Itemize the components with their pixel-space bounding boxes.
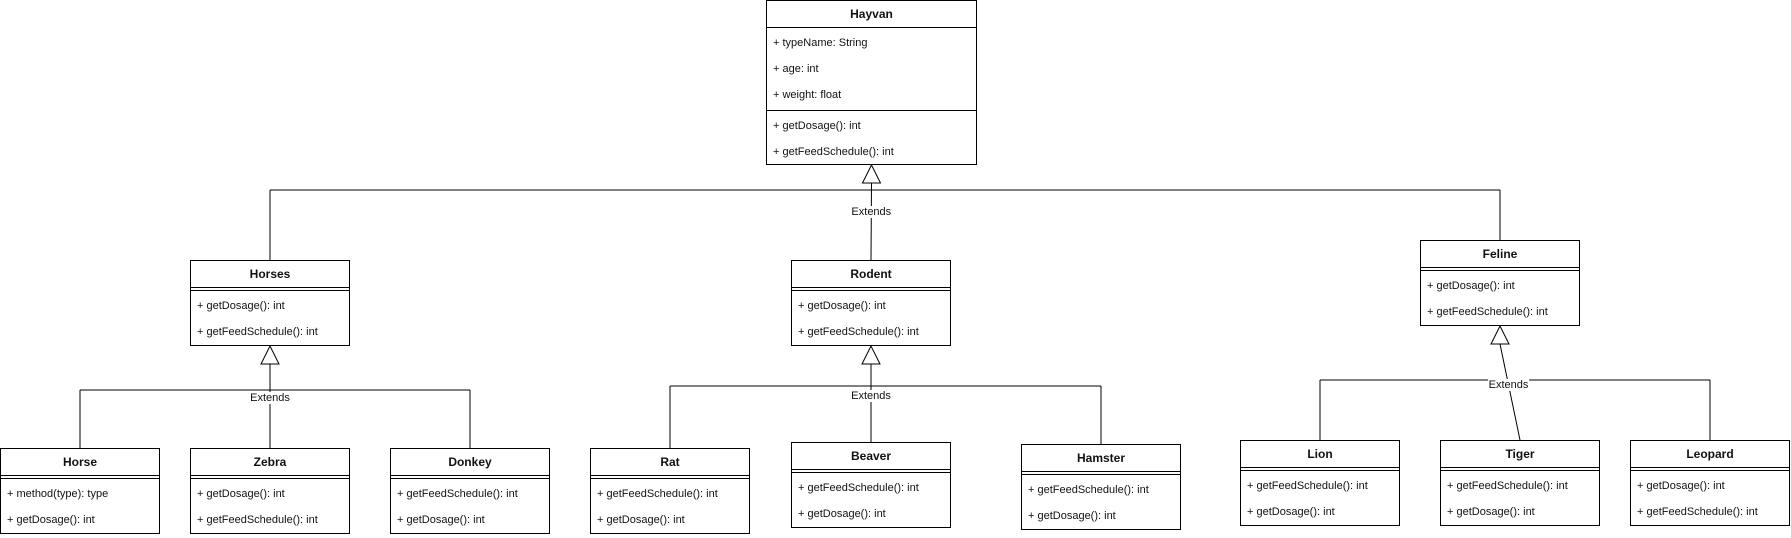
class-name: Hayvan [767, 1, 976, 28]
class-leopard[interactable]: Leopard + getDosage(): int + getFeedSchedu… [1630, 440, 1790, 526]
methods-section: + getFeedSchedule(): int + getDosage(): i… [792, 473, 950, 529]
generalization-arrowhead [260, 344, 280, 365]
class-feline[interactable]: Feline + getDosage(): int + getFeedSchedul… [1420, 240, 1580, 326]
attributes-section: + typeName: String + age: int + weight: fl… [767, 28, 976, 111]
method-row: + getDosage(): int [798, 300, 886, 312]
method-row: + getDosage(): int [1637, 480, 1725, 492]
methods-section: + getDosage(): int + getFeedSchedule(): i… [792, 291, 950, 347]
method-row: + getFeedSchedule(): int [1447, 480, 1568, 492]
generalization-arrowhead [1490, 324, 1510, 345]
methods-section: + getDosage(): int + getFeedSchedule(): i… [1421, 271, 1579, 327]
methods-section: + getFeedSchedule(): int + getDosage(): i… [1022, 475, 1180, 531]
class-name: Rodent [792, 261, 950, 288]
method-row: + getFeedSchedule(): int [1637, 506, 1758, 518]
attribute-divider [1421, 268, 1579, 271]
method-row: + getDosage(): int [7, 514, 95, 526]
method-row: + getDosage(): int [1447, 506, 1535, 518]
method-row: + getDosage(): int [197, 488, 285, 500]
class-name: Leopard [1631, 441, 1789, 468]
method-row: + getFeedSchedule(): int [1427, 306, 1548, 318]
class-lion[interactable]: Lion + getFeedSchedule(): int + getDosage(… [1240, 440, 1400, 526]
generalization-arrowhead [861, 163, 882, 184]
attribute-divider [1022, 472, 1180, 475]
extends-label: Extends [249, 392, 291, 404]
attribute-divider [591, 476, 749, 479]
extends-label: Extends [1487, 379, 1530, 391]
method-row: + getFeedSchedule(): int [773, 146, 894, 158]
method-row: + getFeedSchedule(): int [1028, 484, 1149, 496]
extends-connector [1499, 343, 1521, 441]
class-horses[interactable]: Horses + getDosage(): int + getFeedSchedul… [190, 260, 350, 346]
methods-section: + getDosage(): int + getFeedSchedule(): i… [767, 111, 976, 167]
class-rat[interactable]: Rat + getFeedSchedule(): int + getDosage()… [590, 448, 750, 534]
class-name: Tiger [1441, 441, 1599, 468]
method-row: + getFeedSchedule(): int [197, 514, 318, 526]
method-row: + getDosage(): int [773, 120, 861, 132]
method-row: + getFeedSchedule(): int [397, 488, 518, 500]
class-name: Rat [591, 449, 749, 476]
attribute-divider [191, 476, 349, 479]
class-donkey[interactable]: Donkey + getFeedSchedule(): int + getDosag… [390, 448, 550, 534]
class-hayvan[interactable]: Hayvan + typeName: String + age: int + weig… [766, 0, 977, 165]
class-tiger[interactable]: Tiger + getFeedSchedule(): int + getDosage… [1440, 440, 1600, 526]
extends-connector [870, 182, 872, 261]
method-row: + getFeedSchedule(): int [197, 326, 318, 338]
class-rodent[interactable]: Rodent + getDosage(): int + getFeedSchedul… [791, 260, 951, 346]
generalization-arrowhead [861, 344, 881, 365]
class-horse[interactable]: Horse + method(type): type + getDosage(): … [0, 448, 160, 534]
attribute-divider [1631, 468, 1789, 471]
methods-section: + getFeedSchedule(): int + getDosage(): i… [1241, 471, 1399, 527]
methods-section: + getFeedSchedule(): int + getDosage(): i… [1441, 471, 1599, 527]
class-hamster[interactable]: Hamster + getFeedSchedule(): int + getDosa… [1021, 444, 1181, 530]
attribute-divider [1441, 468, 1599, 471]
attribute-divider [1241, 468, 1399, 471]
attribute-row: + weight: float [773, 89, 842, 101]
method-row: + getFeedSchedule(): int [1247, 480, 1368, 492]
method-row: + getDosage(): int [597, 514, 685, 526]
class-name: Beaver [792, 443, 950, 470]
class-name: Donkey [391, 449, 549, 476]
method-row: + getDosage(): int [798, 508, 886, 520]
method-row: + getDosage(): int [1427, 280, 1515, 292]
class-name: Horse [1, 449, 159, 476]
methods-section: + getDosage(): int + getFeedSchedule(): i… [191, 479, 349, 535]
attribute-divider [792, 288, 950, 291]
class-zebra[interactable]: Zebra + getDosage(): int + getFeedSchedule… [190, 448, 350, 534]
method-row: + getDosage(): int [197, 300, 285, 312]
attribute-divider [792, 470, 950, 473]
attribute-row: + typeName: String [773, 37, 868, 49]
class-name: Horses [191, 261, 349, 288]
method-row: + getFeedSchedule(): int [597, 488, 718, 500]
method-row: + getDosage(): int [1028, 510, 1116, 522]
method-row: + method(type): type [7, 488, 109, 500]
extends-label: Extends [850, 206, 893, 218]
class-name: Lion [1241, 441, 1399, 468]
class-name: Zebra [191, 449, 349, 476]
extends-label: Extends [850, 390, 892, 402]
methods-section: + method(type): type + getDosage(): int [1, 479, 159, 535]
methods-section: + getDosage(): int + getFeedSchedule(): i… [191, 291, 349, 347]
method-row: + getFeedSchedule(): int [798, 482, 919, 494]
method-row: + getDosage(): int [397, 514, 485, 526]
attribute-row: + age: int [773, 63, 819, 75]
class-name: Feline [1421, 241, 1579, 268]
method-row: + getDosage(): int [1247, 506, 1335, 518]
methods-section: + getDosage(): int + getFeedSchedule(): i… [1631, 471, 1789, 527]
attribute-divider [1, 476, 159, 479]
attribute-divider [191, 288, 349, 291]
class-name: Hamster [1022, 445, 1180, 472]
methods-section: + getFeedSchedule(): int + getDosage(): i… [591, 479, 749, 535]
method-row: + getFeedSchedule(): int [798, 326, 919, 338]
attribute-divider [391, 476, 549, 479]
methods-section: + getFeedSchedule(): int + getDosage(): i… [391, 479, 549, 535]
class-beaver[interactable]: Beaver + getFeedSchedule(): int + getDosag… [791, 442, 951, 528]
